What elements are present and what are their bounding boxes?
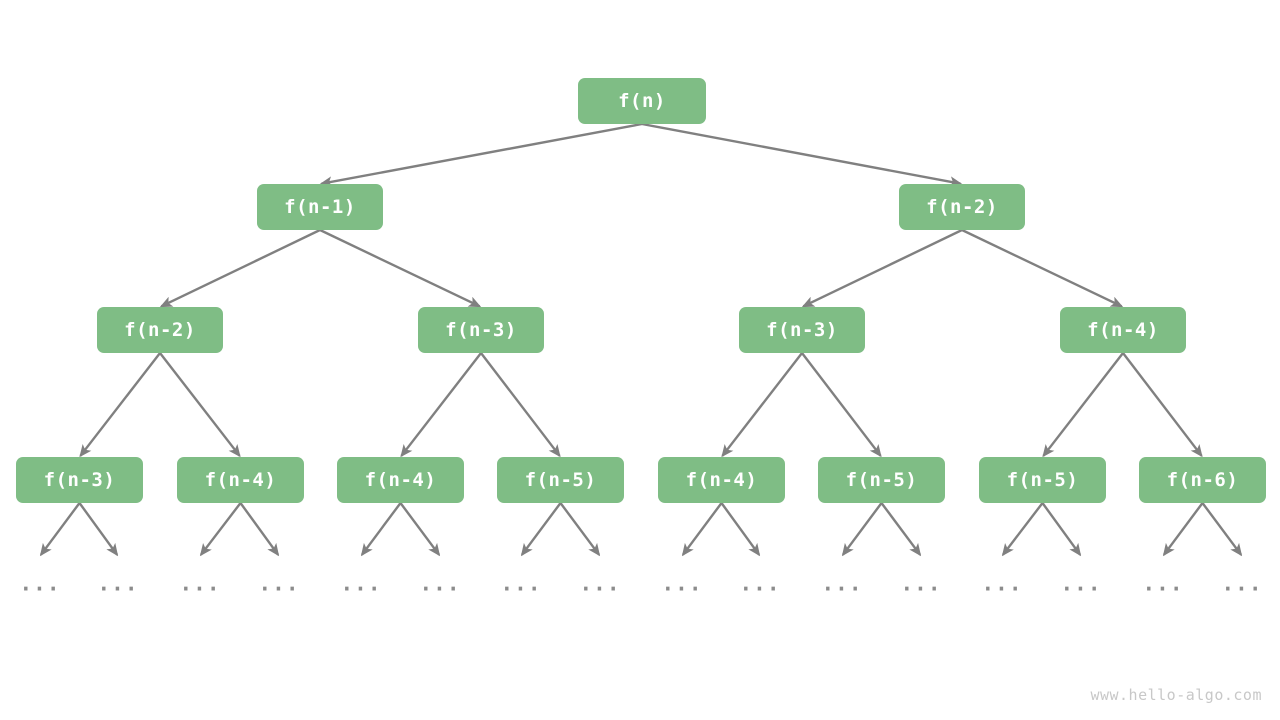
ellipsis-marker: ... bbox=[1142, 571, 1184, 596]
tree-leaf-edge-5 bbox=[399, 502, 441, 557]
tree-leaf-edge-1 bbox=[78, 502, 119, 557]
tree-edge-n2-n5 bbox=[801, 228, 963, 308]
tree-edge-n1-n3 bbox=[159, 228, 321, 308]
tree-node-n12: f(n-5) bbox=[818, 457, 945, 503]
tree-edge-n5-n11 bbox=[721, 352, 803, 458]
tree-leaf-edge-8 bbox=[681, 502, 723, 557]
tree-node-n3: f(n-2) bbox=[97, 307, 223, 353]
tree-node-n10: f(n-5) bbox=[497, 457, 624, 503]
tree-leaf-edge-6 bbox=[520, 502, 562, 557]
tree-node-n7: f(n-3) bbox=[16, 457, 143, 503]
tree-node-n4: f(n-3) bbox=[418, 307, 544, 353]
ellipsis-marker: ... bbox=[739, 571, 781, 596]
tree-edge-n3-n8 bbox=[159, 352, 241, 458]
tree-node-n2: f(n-2) bbox=[899, 184, 1025, 230]
tree-node-n11: f(n-4) bbox=[658, 457, 785, 503]
ellipsis-marker: ... bbox=[661, 571, 703, 596]
tree-node-n0: f(n) bbox=[578, 78, 706, 124]
tree-edge-n1-n4 bbox=[319, 228, 482, 308]
tree-node-n14: f(n-6) bbox=[1139, 457, 1266, 503]
tree-node-n13: f(n-5) bbox=[979, 457, 1106, 503]
tree-leaf-edge-14 bbox=[1162, 502, 1204, 557]
ellipsis-marker: ... bbox=[1221, 571, 1263, 596]
tree-edge-n5-n12 bbox=[801, 352, 882, 458]
ellipsis-marker: ... bbox=[900, 571, 942, 596]
tree-leaf-edge-9 bbox=[720, 502, 761, 557]
tree-edge-n2-n6 bbox=[961, 228, 1124, 308]
tree-edge-n3-n7 bbox=[79, 352, 161, 458]
ellipsis-marker: ... bbox=[97, 571, 139, 596]
ellipsis-marker: ... bbox=[821, 571, 863, 596]
tree-leaf-edge-12 bbox=[1001, 502, 1044, 557]
ellipsis-marker: ... bbox=[340, 571, 382, 596]
tree-node-n5: f(n-3) bbox=[739, 307, 865, 353]
tree-leaf-edge-13 bbox=[1041, 502, 1082, 557]
tree-leaf-edge-10 bbox=[841, 502, 883, 557]
tree-node-n1: f(n-1) bbox=[257, 184, 383, 230]
tree-edge-n6-n14 bbox=[1122, 352, 1203, 458]
ellipsis-marker: ... bbox=[258, 571, 300, 596]
ellipsis-marker: ... bbox=[19, 571, 61, 596]
tree-leaf-edge-7 bbox=[559, 502, 601, 557]
tree-leaf-edge-2 bbox=[199, 502, 242, 557]
tree-leaf-edge-3 bbox=[239, 502, 280, 557]
ellipsis-marker: ... bbox=[419, 571, 461, 596]
tree-leaf-edge-15 bbox=[1201, 502, 1243, 557]
ellipsis-marker: ... bbox=[981, 571, 1023, 596]
tree-leaf-edge-11 bbox=[880, 502, 922, 557]
tree-edge-n6-n13 bbox=[1042, 352, 1124, 458]
ellipsis-marker: ... bbox=[500, 571, 542, 596]
tree-edge-n4-n9 bbox=[400, 352, 482, 458]
ellipsis-marker: ... bbox=[1060, 571, 1102, 596]
tree-edge-n0-n1 bbox=[319, 122, 643, 188]
tree-node-n8: f(n-4) bbox=[177, 457, 304, 503]
watermark-label: www.hello-algo.com bbox=[1090, 686, 1262, 704]
tree-edge-n4-n10 bbox=[480, 352, 561, 458]
tree-node-n6: f(n-4) bbox=[1060, 307, 1186, 353]
ellipsis-marker: ... bbox=[579, 571, 621, 596]
tree-leaf-edge-4 bbox=[360, 502, 402, 557]
tree-edge-n0-n2 bbox=[641, 122, 963, 188]
tree-leaf-edge-0 bbox=[39, 502, 81, 557]
tree-node-n9: f(n-4) bbox=[337, 457, 464, 503]
ellipsis-marker: ... bbox=[179, 571, 221, 596]
